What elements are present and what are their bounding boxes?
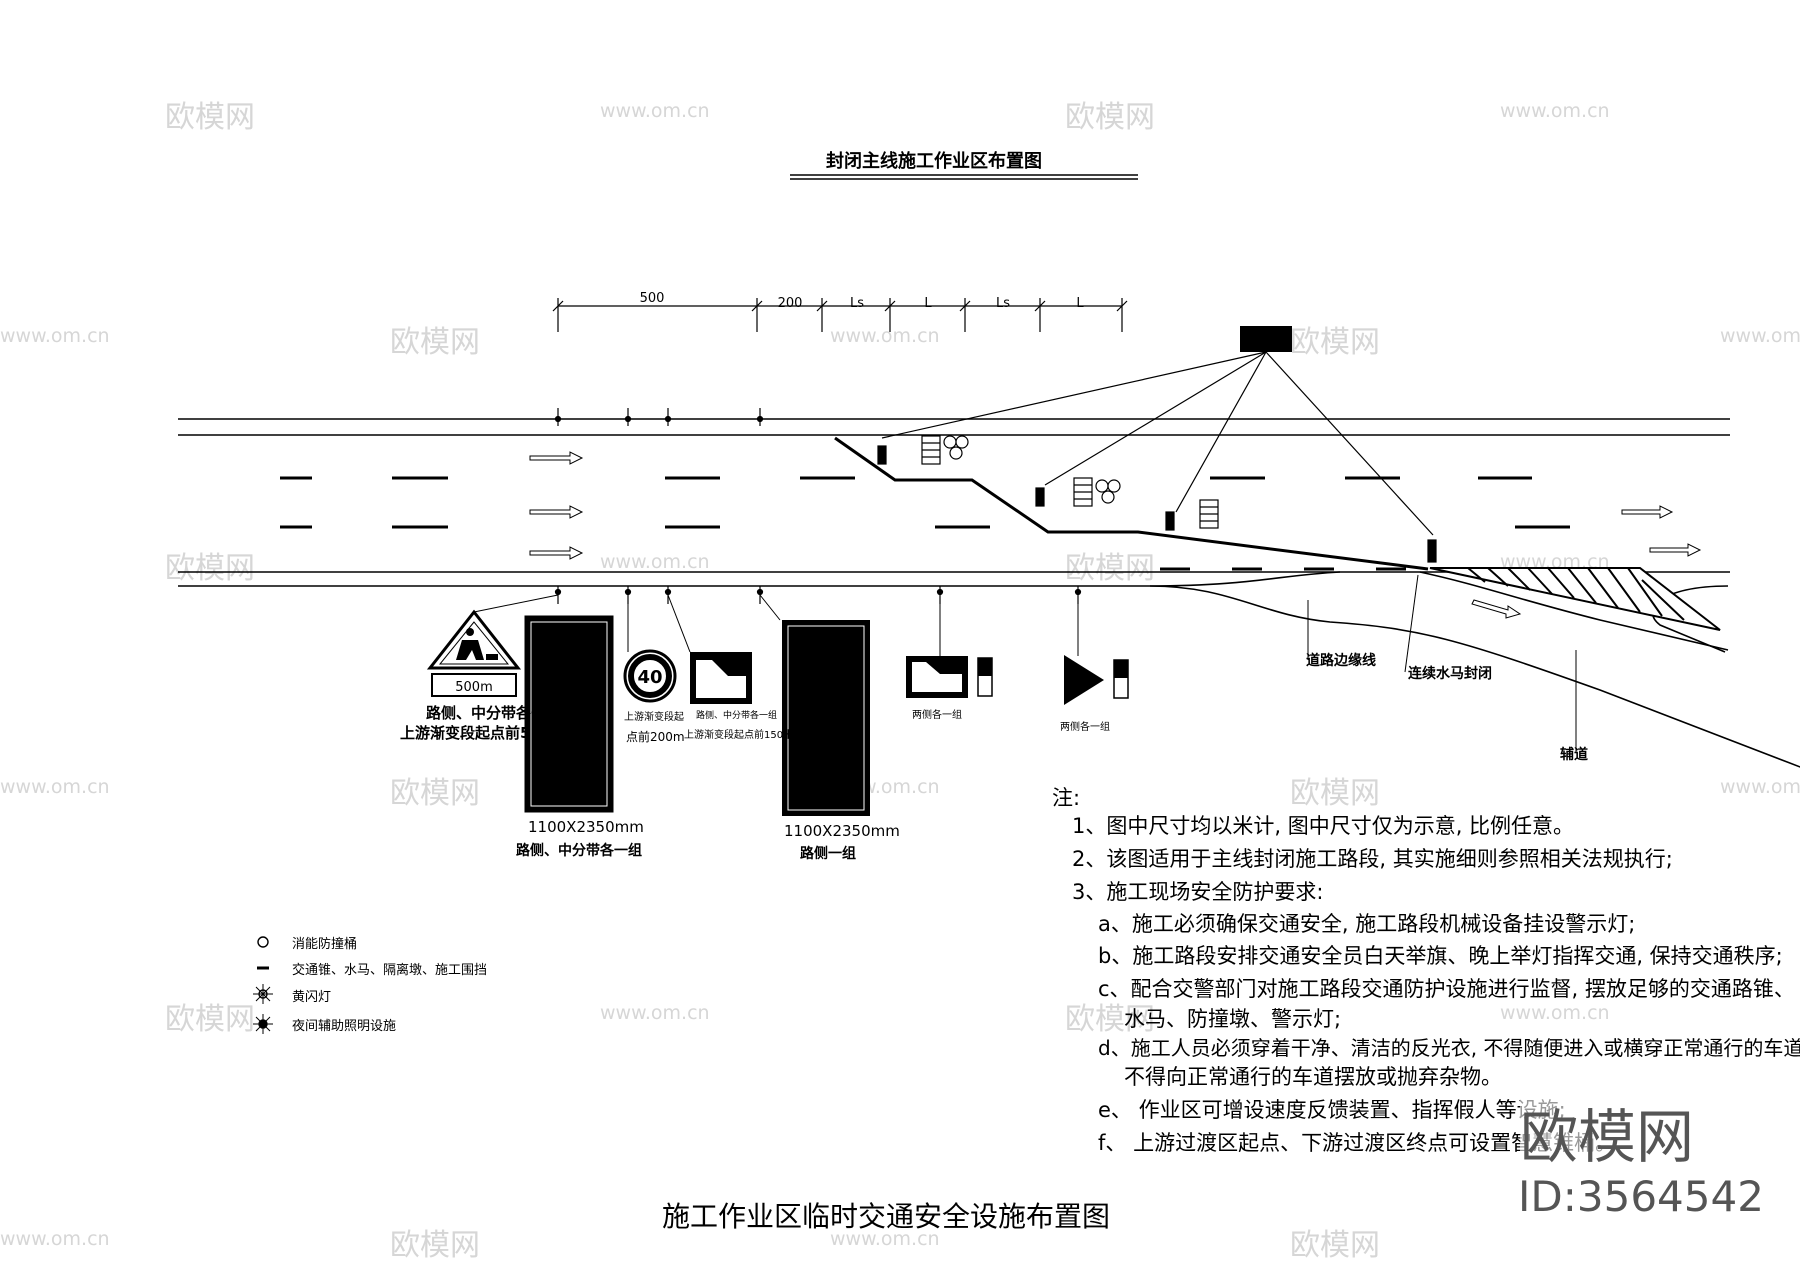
note-item: a、施工必须确保交通安全, 施工路段机械设备挂设警示灯;: [1098, 912, 1636, 936]
note-item: d、施工人员必须穿着干净、清洁的反光衣, 不得随便进入或横穿正常通行的车道,: [1098, 1036, 1800, 1060]
note-item: 1、图中尺寸均以米计, 图中尺寸仅为示意, 比例任意。: [1072, 814, 1575, 838]
watermark: 欧模网: [390, 1228, 480, 1263]
legend-label: 消能防撞桶: [292, 937, 358, 952]
watermark: www.om.cn: [600, 100, 710, 122]
legend-item: 交通锥、水马、隔离墩、施工围挡: [292, 959, 487, 978]
watermark: www.om.cn: [1500, 100, 1610, 122]
note-item: c、配合交警部门对施工路段交通防护设施进行监督, 摆放足够的交通路锥、: [1098, 977, 1795, 1001]
watermark: 欧模网: [1065, 100, 1155, 135]
dim-label: Ls: [996, 296, 1010, 311]
watermark: www.om.cn: [600, 551, 710, 573]
notes-heading: 注:: [1052, 786, 1081, 810]
traffic-arrows: [529, 451, 1702, 619]
note-item: 2、该图适用于主线封闭施工路段, 其实施细则参照相关法规执行;: [1072, 847, 1673, 871]
board-size: 1100X2350mm: [528, 818, 644, 836]
equipment-box: [1240, 326, 1292, 352]
watermark: 欧模网: [1065, 1002, 1155, 1037]
watermark: www.om.cn: [0, 776, 110, 798]
arrow-sign-pair: [1064, 655, 1129, 705]
edge-line-label: 道路边缘线: [1306, 653, 1376, 669]
watermark: 欧模网: [165, 1002, 255, 1037]
note-item: 不得向正常通行的车道摆放或抛弃杂物。: [1124, 1065, 1502, 1089]
watermark: www.om.cn: [0, 325, 110, 347]
distance-plate-text: 500m: [455, 680, 492, 695]
legend-label: 黄闪灯: [292, 990, 332, 1005]
legend-label: 交通锥、水马、隔离墩、施工围挡: [292, 963, 488, 978]
watermark: www.om.cn: [830, 325, 940, 347]
watermark: 欧模网: [1290, 776, 1380, 811]
speed-limit-sign: [623, 649, 677, 703]
sign-caption: 点前200m: [626, 730, 685, 744]
info-board: [524, 615, 614, 813]
watermark: www.om.cn: [1500, 1002, 1610, 1024]
watermark: 欧模网: [1065, 551, 1155, 586]
sign-posts: [554, 408, 1082, 604]
watermark: 欧模网: [165, 100, 255, 135]
warning-equipment: [877, 435, 1437, 563]
sign-caption: 两侧各一组: [912, 710, 962, 721]
sign-caption: 路侧、中分带各一组: [696, 711, 778, 721]
lane-reduction-sign: [690, 652, 752, 704]
brand-watermark: 欧模网: [1520, 1090, 1695, 1174]
lane-reduction-sign-pair: [906, 656, 993, 698]
watermark: 欧模网: [390, 325, 480, 360]
note-item: b、施工路段安排交通安全员白天举旗、晚上举灯指挥交通, 保持交通秩序;: [1098, 944, 1783, 968]
note-item: 3、施工现场安全防护要求:: [1072, 880, 1324, 904]
board-caption: 路侧一组: [800, 846, 856, 862]
legend-item: 消能防撞桶: [292, 933, 357, 952]
info-board: [782, 620, 870, 816]
dim-label: 200: [778, 296, 803, 311]
lane-dashes: [280, 476, 1570, 571]
watermark: www.om.cn: [1720, 776, 1800, 798]
note-item: e、 作业区可增设速度反馈装置、指挥假人等设施;: [1098, 1098, 1566, 1122]
speed-limit-value: 40: [637, 667, 662, 688]
watermark: 欧模网: [390, 776, 480, 811]
board-caption: 路侧、中分带各一组: [516, 843, 642, 859]
legend-item: 黄闪灯: [292, 986, 331, 1005]
sign-caption: 上游渐变段起: [624, 712, 684, 723]
closure-barrier: [834, 436, 1429, 571]
sign-caption: 两侧各一组: [1060, 722, 1110, 733]
dimension-line: [552, 298, 1128, 332]
sign-caption: 上游渐变段起点前550m: [400, 724, 567, 742]
watermark: 欧模网: [1290, 325, 1380, 360]
watermark: www.om.cn: [600, 1002, 710, 1024]
note-item: 水马、防撞墩、警示灯;: [1124, 1007, 1342, 1031]
board-size: 1100X2350mm: [784, 822, 900, 840]
water-barrier-label: 连续水马封闭: [1408, 666, 1492, 682]
sign-caption: 路侧、中分带各一组: [426, 704, 562, 722]
legend-label: 夜间辅助照明设施: [292, 1019, 397, 1034]
dim-label: L: [1076, 296, 1084, 311]
legend-item: 夜间辅助照明设施: [292, 1015, 396, 1034]
watermark: 欧模网: [165, 551, 255, 586]
side-road-label: 辅道: [1560, 747, 1588, 763]
drawing-title: 封闭主线施工作业区布置图: [826, 151, 1042, 172]
watermark: www.om.cn: [830, 1228, 940, 1250]
dim-label: Ls: [850, 296, 864, 311]
dim-label: L: [924, 296, 932, 311]
dim-label: 500: [640, 291, 665, 306]
watermark: www.om.cn: [1720, 325, 1800, 347]
sign-caption: 上游渐变段起点前150米: [684, 730, 794, 741]
legend-symbols: [253, 936, 273, 1034]
footer-title: 施工作业区临时交通安全设施布置图: [662, 1200, 1111, 1233]
hatched-taper: [1429, 567, 1721, 631]
watermark: www.om.cn: [0, 1228, 110, 1250]
brand-id: ID:3564542: [1518, 1172, 1764, 1221]
construction-warning-sign: [426, 609, 522, 697]
watermark: 欧模网: [1290, 1228, 1380, 1263]
